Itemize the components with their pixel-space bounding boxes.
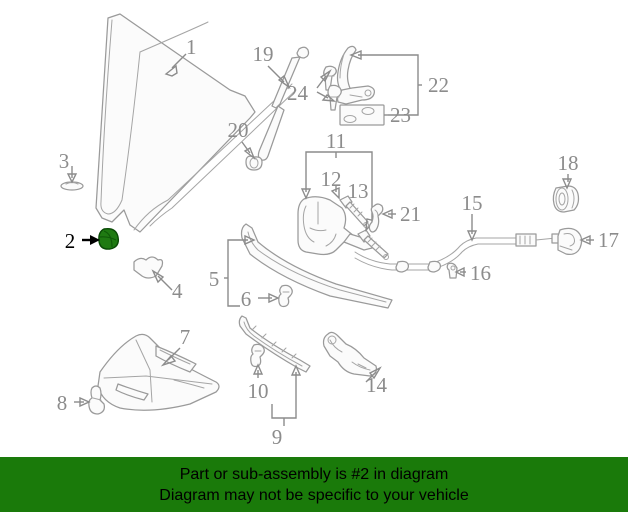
callout-label-18: 18 bbox=[558, 151, 579, 175]
callout-label-4: 4 bbox=[172, 279, 183, 303]
part-cable-clamp bbox=[446, 262, 458, 279]
callout-7: 7 bbox=[160, 325, 191, 367]
callout-23: 23 bbox=[384, 103, 411, 127]
part-support-rod bbox=[245, 46, 310, 171]
part-cable-grommet-bracket bbox=[557, 227, 583, 255]
callout-14: 14 bbox=[365, 366, 388, 397]
callout-18: 18 bbox=[558, 151, 579, 190]
callout-label-21: 21 bbox=[400, 202, 421, 226]
callout-label-23: 23 bbox=[390, 103, 411, 127]
part-release-handle-bushing bbox=[552, 185, 580, 213]
part-hinge-bolts bbox=[323, 65, 342, 111]
callout-10: 10 bbox=[248, 363, 269, 403]
caption-banner: Part or sub-assembly is #2 in diagram Di… bbox=[0, 457, 628, 512]
callout-label-20: 20 bbox=[228, 118, 249, 142]
callout-label-19: 19 bbox=[253, 42, 274, 66]
callout-17: 17 bbox=[579, 228, 619, 252]
callout-24: 24 bbox=[287, 68, 337, 105]
part-latch-spring-hook bbox=[368, 203, 384, 233]
callout-19: 19 bbox=[253, 42, 291, 90]
callout-11: 11 bbox=[300, 129, 373, 200]
part-cowl-clip bbox=[88, 385, 105, 415]
callout-label-8: 8 bbox=[57, 391, 68, 415]
callout-label-5: 5 bbox=[209, 267, 220, 291]
caption-line-1: Part or sub-assembly is #2 in diagram bbox=[179, 465, 449, 483]
callout-16: 16 bbox=[454, 261, 491, 285]
callout-3: 3 bbox=[59, 149, 78, 184]
callout-1: 1 bbox=[164, 35, 197, 77]
part-latch-bolt-lower bbox=[357, 229, 389, 260]
part-hood-panel bbox=[95, 13, 297, 233]
callout-22: 22 bbox=[349, 49, 449, 116]
part-latch-assembly bbox=[297, 196, 373, 256]
caption-line-2: Diagram may not be specific to your vehi… bbox=[159, 486, 469, 504]
part-cowl-cover bbox=[97, 333, 220, 411]
callout-6: 6 bbox=[241, 287, 280, 311]
callout-label-6: 6 bbox=[241, 287, 252, 311]
callout-label-16: 16 bbox=[470, 261, 491, 285]
callout-20: 20 bbox=[228, 118, 256, 161]
callout-4: 4 bbox=[151, 269, 183, 303]
callout-label-11: 11 bbox=[326, 129, 346, 153]
part-latch-bolt-upper bbox=[339, 195, 369, 228]
part-lock-striker bbox=[322, 331, 377, 377]
part-hinge-assembly bbox=[336, 45, 375, 105]
callout-2: 2 bbox=[65, 229, 100, 253]
callout-label-17: 17 bbox=[598, 228, 619, 252]
callout-label-7: 7 bbox=[180, 325, 191, 349]
callout-label-22: 22 bbox=[428, 73, 449, 97]
callout-label-15: 15 bbox=[462, 191, 483, 215]
callout-label-9: 9 bbox=[272, 425, 283, 449]
callout-15: 15 bbox=[462, 191, 483, 242]
callout-label-24: 24 bbox=[287, 81, 309, 105]
callout-9: 9 bbox=[271, 364, 302, 449]
part-hinge-plate bbox=[339, 104, 385, 126]
callout-label-3: 3 bbox=[59, 149, 70, 173]
callout-label-12: 12 bbox=[321, 167, 342, 191]
callout-5: 5 bbox=[209, 234, 256, 307]
callout-label-13: 13 bbox=[348, 179, 369, 203]
callout-label-10: 10 bbox=[248, 379, 269, 403]
callout-label-14: 14 bbox=[366, 373, 388, 397]
callout-label-2: 2 bbox=[65, 229, 76, 253]
part-seal-clip bbox=[250, 343, 265, 368]
callout-21: 21 bbox=[381, 202, 421, 226]
callout-label-1: 1 bbox=[186, 35, 197, 59]
callout-8: 8 bbox=[57, 391, 91, 415]
part-tie-bar-clip bbox=[278, 284, 293, 308]
part-hood-insulator-clip-highlighted bbox=[98, 227, 120, 250]
callout-12: 12 bbox=[321, 167, 342, 200]
part-seal-assembly bbox=[238, 315, 311, 373]
